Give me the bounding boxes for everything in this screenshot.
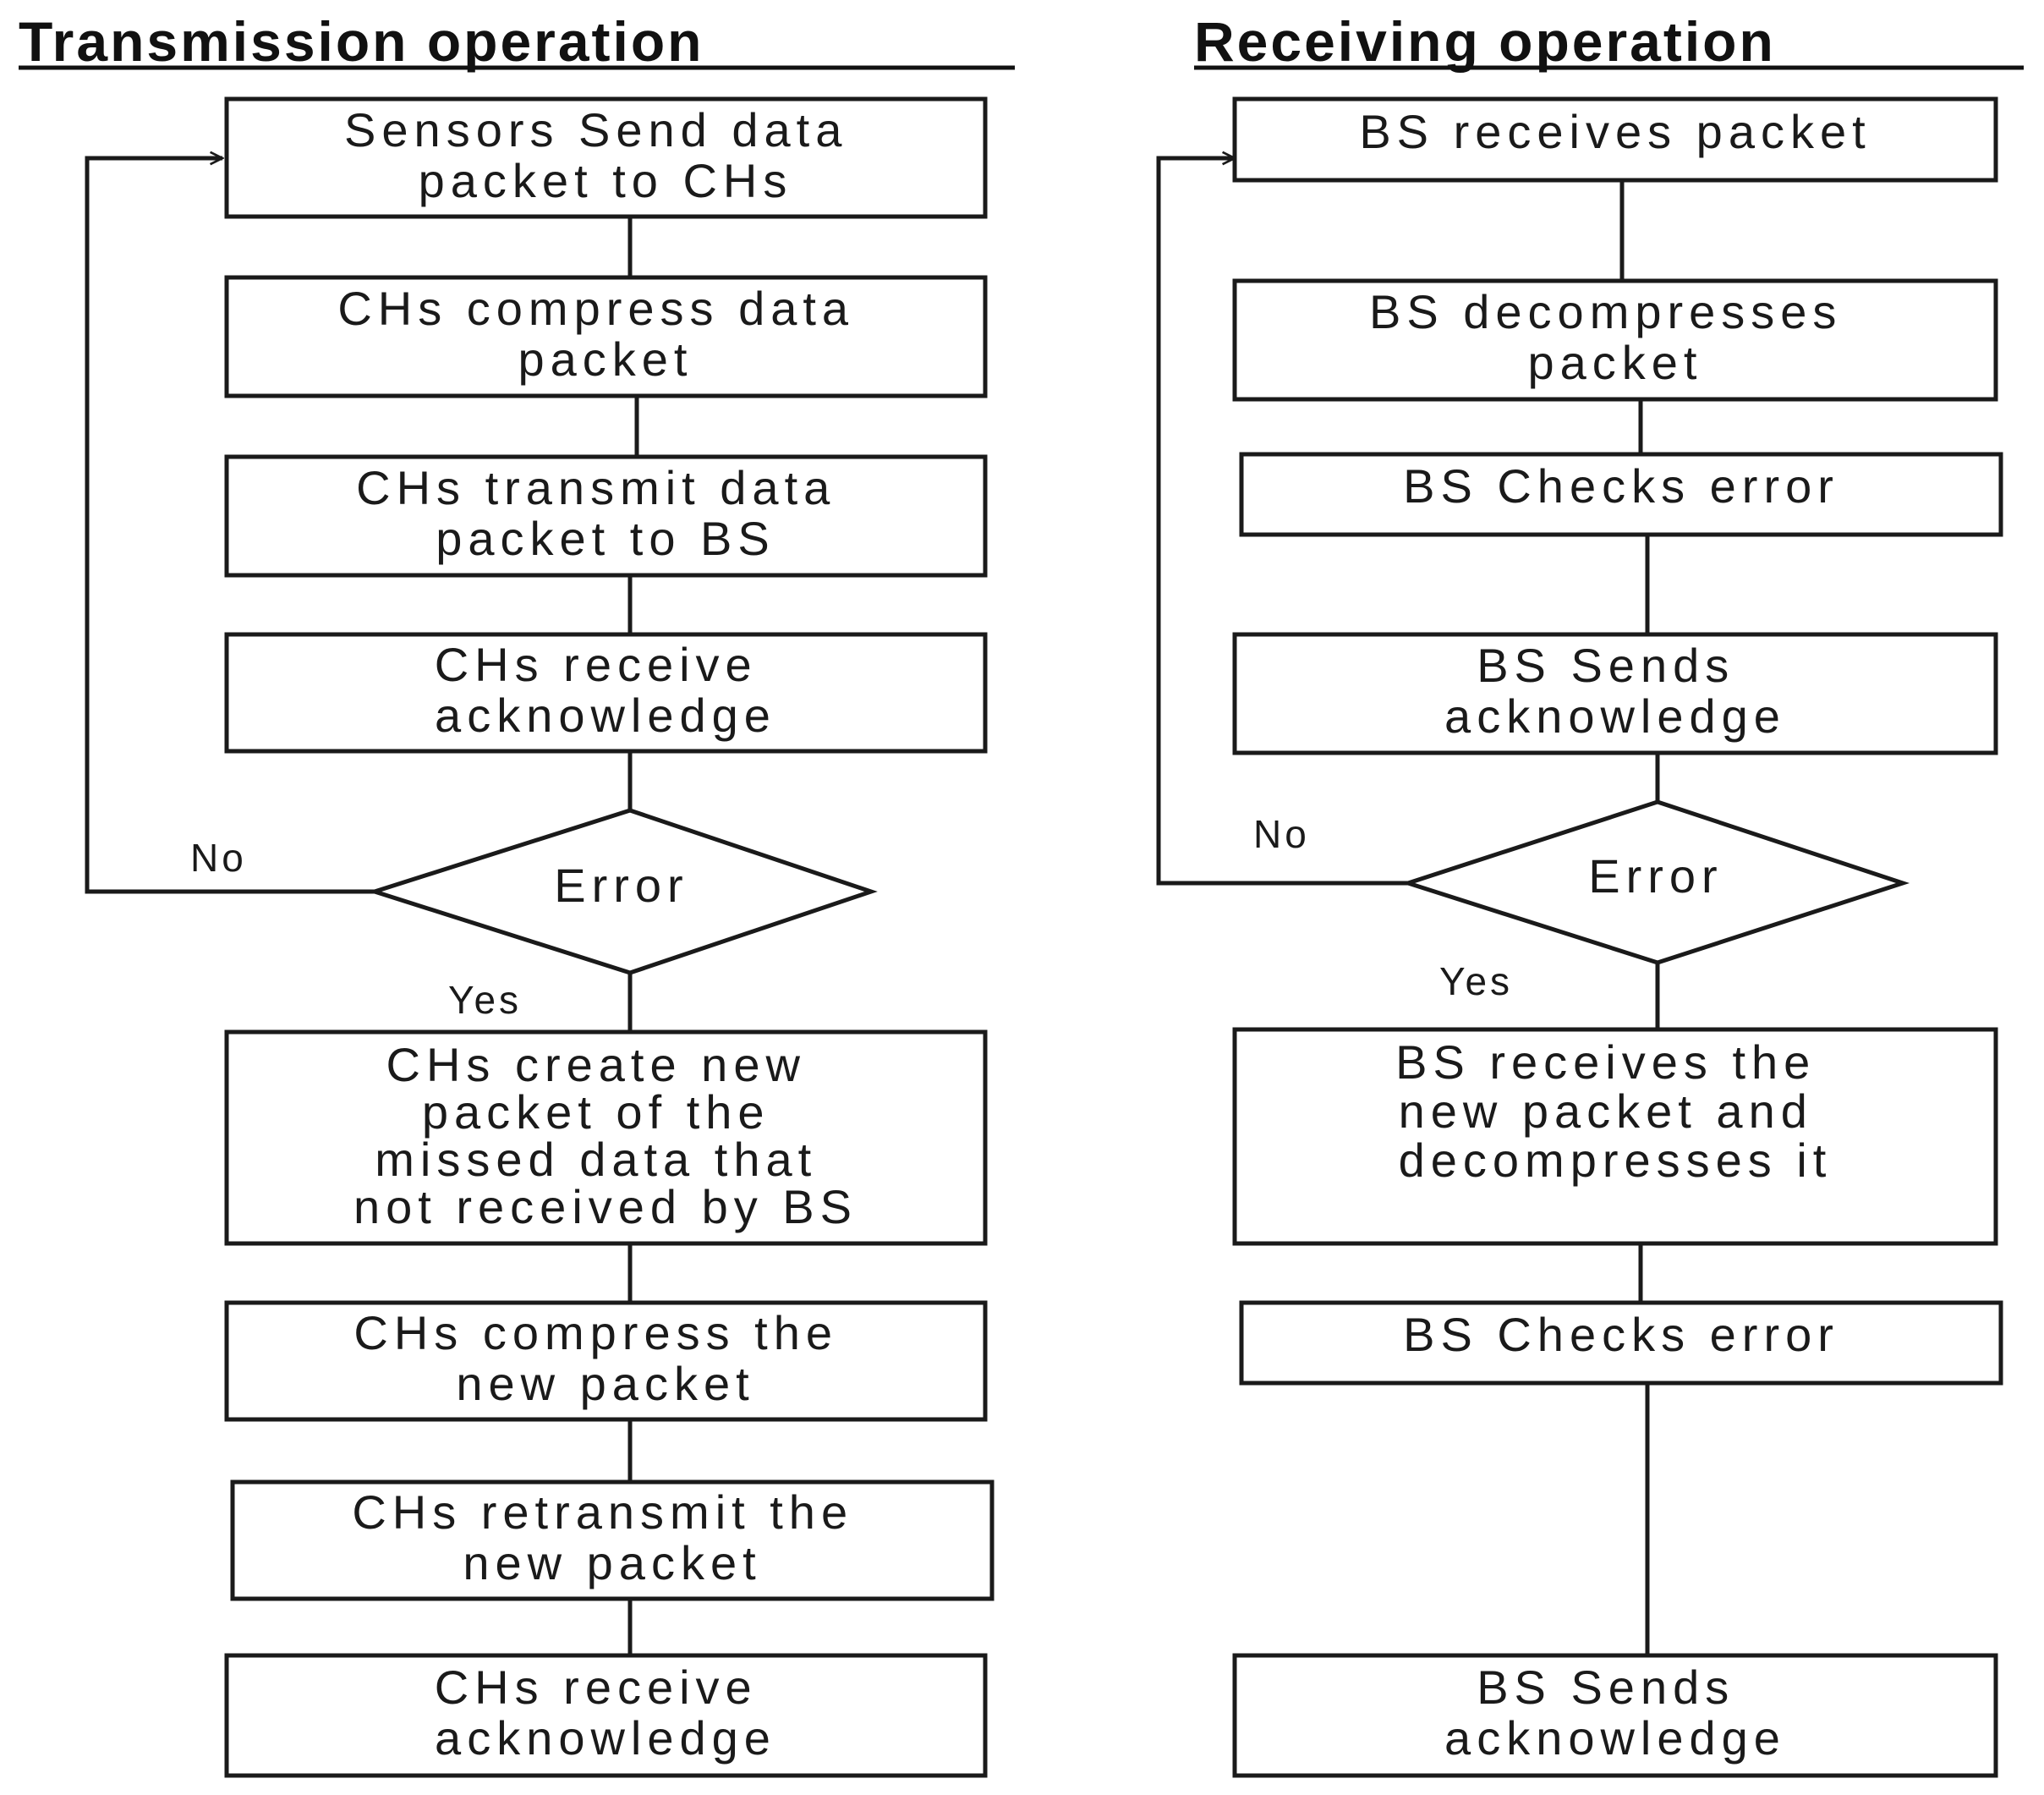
decision-error-transmission: Error bbox=[367, 808, 878, 975]
node-line: packet bbox=[518, 332, 693, 386]
node-bs-sends-ack-2: BS Sends acknowledge bbox=[1232, 1653, 1998, 1778]
decision-error-receiving: Error bbox=[1400, 799, 1910, 965]
svg-text:Sensors Send data packet: Sensors Send data packet to CHs bbox=[344, 103, 867, 207]
svg-text:CHs receive acknowledge: CHs receive acknowledge bbox=[435, 1661, 777, 1765]
receiving-title: Receiving operation bbox=[1194, 10, 1776, 73]
node-sensors-send: Sensors Send data packet to CHs bbox=[224, 96, 988, 219]
decision-label: Error bbox=[1588, 849, 1723, 903]
node-chs-create-new: CHs create new packet of the missed data… bbox=[224, 1029, 988, 1246]
node-bs-sends-ack: BS Sends acknowledge bbox=[1232, 632, 1998, 755]
node-line: CHs receive bbox=[435, 638, 758, 691]
node-bs-checks-error: BS Checks error bbox=[1239, 452, 2003, 537]
svg-text:BS Checks error: BS Checks error bbox=[1403, 459, 1839, 513]
node-line: BS decompresses bbox=[1369, 285, 1842, 338]
transmission-title: Transmission operation bbox=[19, 10, 704, 73]
transmission-connectors bbox=[85, 158, 639, 1655]
node-bs-receives-new: BS receives the new packet and decompres… bbox=[1232, 1027, 1998, 1246]
node-line: packet bbox=[1528, 336, 1703, 389]
node-line: packet of the bbox=[422, 1085, 770, 1139]
node-chs-compress: CHs compress data packet bbox=[224, 275, 988, 398]
svg-text:CHs receive acknowledge: CHs receive acknowledge bbox=[435, 638, 777, 742]
node-line: BS receives the bbox=[1395, 1035, 1816, 1089]
node-chs-receive-ack: CHs receive acknowledge bbox=[224, 632, 988, 754]
svg-text:CHs create new packet of: CHs create new packet of the missed data… bbox=[353, 1038, 858, 1233]
node-chs-retransmit: CHs retransmit the new packet bbox=[230, 1479, 995, 1601]
svg-text:BS Checks error: BS Checks error bbox=[1403, 1308, 1839, 1361]
node-chs-receive-ack-2: CHs receive acknowledge bbox=[224, 1653, 988, 1778]
node-line: CHs receive bbox=[435, 1661, 758, 1714]
receiving-no-label: No bbox=[1253, 812, 1310, 856]
node-line: acknowledge bbox=[435, 1711, 776, 1765]
svg-text:CHs retransmit the new p: CHs retransmit the new packet bbox=[352, 1485, 872, 1589]
node-line: CHs compress the bbox=[353, 1306, 838, 1359]
node-line: BS receives packet bbox=[1359, 105, 1871, 158]
node-line: CHs create new bbox=[386, 1038, 806, 1091]
node-line: packet to BS bbox=[436, 512, 775, 565]
node-line: Sensors Send data bbox=[344, 103, 847, 156]
node-line: decompresses it bbox=[1399, 1134, 1833, 1187]
node-line: not received by BS bbox=[353, 1180, 858, 1233]
node-line: acknowledge bbox=[1444, 689, 1786, 743]
svg-text:BS receives packet: BS receives packet bbox=[1359, 105, 1871, 158]
node-line: CHs retransmit the bbox=[352, 1485, 853, 1539]
node-bs-decompresses: BS decompresses packet bbox=[1232, 278, 1998, 402]
svg-text:BS Sends acknowledge: BS Sends acknowledge bbox=[1444, 639, 1786, 743]
receiving-yes-label: Yes bbox=[1439, 959, 1513, 1003]
svg-text:CHs compress the new pac: CHs compress the new packet bbox=[353, 1306, 857, 1410]
node-chs-compress-new: CHs compress the new packet bbox=[224, 1300, 988, 1422]
node-line: packet to CHs bbox=[419, 154, 793, 207]
svg-text:CHs compress data packet: CHs compress data packet bbox=[337, 282, 873, 386]
decision-label: Error bbox=[554, 859, 688, 912]
transmission-no-loop-arrow bbox=[85, 158, 375, 894]
node-line: CHs transmit data bbox=[356, 461, 836, 514]
node-line: BS Checks error bbox=[1403, 459, 1839, 513]
node-line: new packet bbox=[463, 1536, 761, 1589]
node-line: new packet bbox=[456, 1357, 754, 1410]
receiving-connectors bbox=[1156, 158, 1660, 1655]
node-line: new packet and bbox=[1399, 1084, 1813, 1138]
node-line: acknowledge bbox=[435, 689, 776, 742]
node-line: CHs compress data bbox=[337, 282, 854, 335]
node-line: BS Checks error bbox=[1403, 1308, 1839, 1361]
svg-text:CHs transmit data packet: CHs transmit data packet to BS bbox=[356, 461, 855, 565]
node-line: acknowledge bbox=[1444, 1711, 1786, 1765]
transmission-yes-label: Yes bbox=[448, 978, 522, 1022]
svg-text:BS receives the new pack: BS receives the new packet and decompres… bbox=[1395, 1035, 1835, 1187]
node-line: BS Sends bbox=[1477, 639, 1734, 692]
svg-text:BS decompresses packet: BS decompresses packet bbox=[1369, 285, 1861, 389]
svg-text:BS Sends acknowledge: BS Sends acknowledge bbox=[1444, 1661, 1786, 1765]
node-bs-checks-error-2: BS Checks error bbox=[1239, 1300, 2003, 1386]
node-chs-transmit: CHs transmit data packet to BS bbox=[224, 454, 988, 578]
receiving-no-loop-arrow bbox=[1156, 158, 1408, 886]
node-line: BS Sends bbox=[1477, 1661, 1734, 1714]
node-line: missed data that bbox=[375, 1133, 817, 1186]
node-bs-receives-packet: BS receives packet bbox=[1232, 96, 1998, 183]
transmission-no-label: No bbox=[190, 836, 247, 880]
